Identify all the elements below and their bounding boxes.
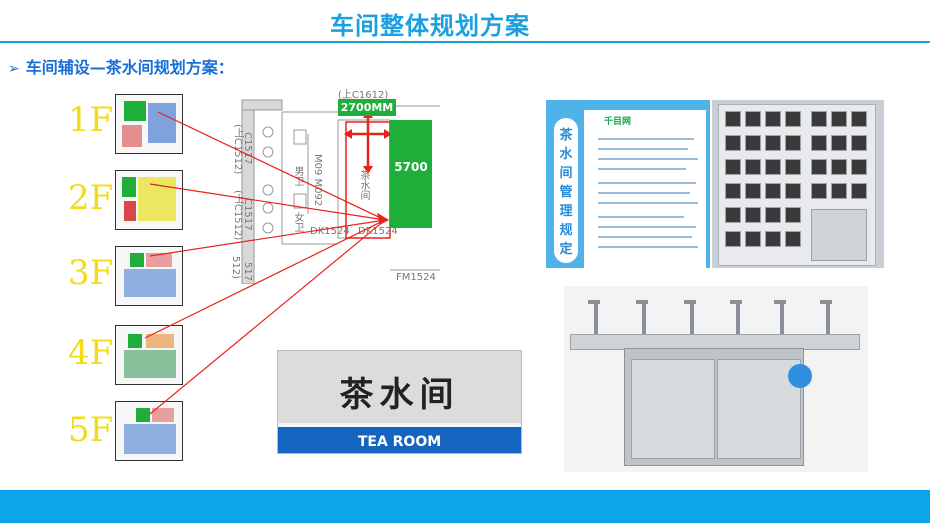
floor-plan-thumb-5f <box>115 401 183 461</box>
poster-text-line <box>598 182 696 184</box>
plan-code-top: (上C1612) <box>338 90 389 101</box>
floor-label-4f: 4F <box>68 333 114 373</box>
sign-english-text: TEA ROOM <box>357 434 442 450</box>
poster-char: 茶 <box>559 128 573 143</box>
page-title: 车间整体规划方案 <box>330 12 530 40</box>
poster-char: 理 <box>559 204 573 219</box>
poster-text-line <box>598 158 698 160</box>
floor-label-3f: 3F <box>68 253 114 293</box>
floor-label-5f: 5F <box>68 410 114 450</box>
sign-chinese-text: 茶水间 <box>339 375 460 415</box>
plan-code-left-3: (上C1512) <box>232 190 243 241</box>
plan-room-label: 茶水间 <box>358 170 369 200</box>
plan-dk-1: DK1524 <box>310 226 350 237</box>
poster-paper <box>584 110 706 268</box>
plan-linework <box>241 99 440 284</box>
poster-text-line <box>598 202 698 204</box>
poster-text-line <box>598 216 684 218</box>
tea-room-floor-plan: (上C1612) (上C1512) C1517 (上C1512) C1517 5… <box>228 90 440 284</box>
floor-label-2f: 2F <box>68 178 114 218</box>
poster-char: 管 <box>559 185 573 200</box>
footer-bar <box>0 490 930 523</box>
poster-text-line <box>598 192 690 194</box>
plan-code-left-2: C1517 <box>242 132 253 165</box>
tea-room-rules-poster: 茶 水 间 管 理 规 定 千目网 <box>546 100 710 268</box>
plan-mens-restroom: 男卫 <box>292 166 303 186</box>
depth-label-unit: MM <box>399 228 423 242</box>
poster-text-line <box>598 148 688 150</box>
plan-code-bottom: FM1524 <box>396 272 436 283</box>
depth-label-value: 5700 <box>394 160 428 174</box>
plan-door-codes: M09 M092 <box>312 154 323 207</box>
poster-text-line <box>598 246 698 248</box>
poster-text-line <box>598 236 692 238</box>
width-dimension-label: 2700MM <box>338 99 396 116</box>
sign-english-bar <box>278 427 521 453</box>
poster-logo: 千目网 <box>604 117 632 127</box>
poster-char: 规 <box>559 223 573 238</box>
floor-label-1f: 1F <box>68 100 114 140</box>
title-divider <box>0 41 930 43</box>
plan-code-left-1: (上C1512) <box>232 124 243 175</box>
section-subtitle: ➢ 车间辅设—茶水间规划方案： <box>8 54 234 78</box>
poster-char: 水 <box>559 147 573 162</box>
plan-dk-2: DK1524 <box>358 226 398 237</box>
plan-womens-restroom: 女卫 <box>292 212 303 232</box>
cabinet-body <box>718 104 876 266</box>
poster-text-line <box>598 226 696 228</box>
plan-code-left-5: 512) <box>230 256 241 279</box>
arrow-bullet-icon: ➢ <box>8 61 20 77</box>
cup-storage-cabinet-photo <box>712 100 884 268</box>
poster-text-line <box>598 138 694 140</box>
dispenser-cabinet <box>624 348 804 466</box>
plan-code-left-4: C1517 <box>242 198 253 231</box>
subtitle-text: 车间辅设—茶水间规划方案： <box>25 58 234 77</box>
plan-code-left-6: 517 <box>242 262 253 282</box>
floor-plan-thumb-2f <box>115 170 183 230</box>
poster-char: 定 <box>559 242 573 257</box>
sign-strip <box>278 423 521 427</box>
poster-text-line <box>598 168 686 170</box>
tea-room-sign-photo: 茶水间 TEA ROOM <box>277 350 522 454</box>
poster-char: 间 <box>559 166 573 181</box>
floor-plan-thumb-1f <box>115 94 183 154</box>
floor-plan-thumb-3f <box>115 246 183 306</box>
poster-vertical-title: 茶 水 间 管 理 规 定 <box>554 118 578 263</box>
dispenser-badge <box>788 364 812 388</box>
water-dispenser-photo <box>564 286 868 472</box>
floor-plan-thumb-4f <box>115 325 183 385</box>
